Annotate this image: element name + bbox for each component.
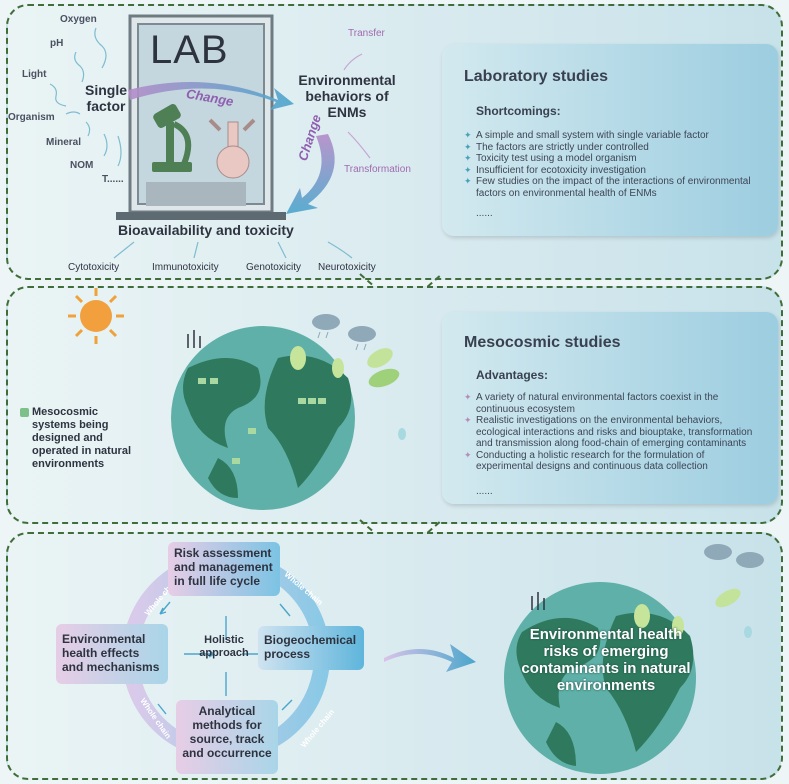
environmental-behaviors-label: Environmental behaviors of ENMs	[298, 72, 396, 120]
factor-ph: pH	[50, 38, 64, 49]
advantage-item: A variety of natural environmental facto…	[464, 392, 764, 415]
bioavailability-label: Bioavailability and toxicity	[118, 222, 294, 238]
environmental-health-box: Environmental health effects and mechani…	[56, 624, 168, 684]
mesocosmic-studies-card: Mesocosmic studies Advantages: A variety…	[442, 312, 778, 504]
sun-icon	[68, 288, 124, 344]
cloud-leaf-icons	[704, 544, 764, 638]
advantage-item: Conducting a holistic research for the f…	[464, 450, 764, 473]
neurotoxicity-label: Neurotoxicity	[318, 262, 376, 273]
laboratory-studies-title: Laboratory studies	[464, 68, 609, 85]
factor-temperature: T......	[102, 174, 124, 185]
cloud-icons	[312, 314, 376, 351]
globe-headline: Environmental health risks of emerging c…	[521, 626, 691, 694]
leaf-icons	[367, 348, 406, 440]
shortcoming-item: A simple and small system with single va…	[464, 130, 768, 142]
change-arrow-1	[128, 82, 294, 110]
laboratory-studies-card: Laboratory studies Shortcomings: A simpl…	[442, 44, 778, 236]
analytical-methods-box: Analytical methods for source, track and…	[176, 700, 278, 774]
mesocosm-legend-swatch	[20, 408, 29, 417]
shortcoming-item: Few studies on the impact of the interac…	[464, 176, 768, 199]
shortcomings-list: A simple and small system with single va…	[464, 120, 768, 199]
lab-cabinet-illustration	[116, 14, 286, 220]
change-arrow-2	[286, 134, 335, 214]
factor-organism: Organism	[8, 112, 55, 123]
advantages-subtitle: Advantages:	[476, 368, 549, 382]
factor-oxygen: Oxygen	[60, 14, 97, 25]
biogeochemical-box: Biogeochemical process	[258, 626, 364, 670]
shortcomings-subtitle: Shortcomings:	[476, 104, 561, 118]
advantage-item: Realistic investigations on the environm…	[464, 415, 764, 450]
lab-label: LAB	[150, 28, 229, 72]
risk-assessment-box: Risk assessment and management in full l…	[168, 542, 280, 596]
factor-arrows	[49, 27, 122, 167]
single-factor-label: Single factor	[84, 82, 127, 114]
immunotoxicity-label: Immunotoxicity	[152, 262, 219, 273]
cytotoxicity-label: Cytotoxicity	[68, 262, 120, 273]
transfer-label: Transfer	[348, 28, 385, 39]
advantages-ellipsis: ......	[476, 486, 493, 497]
genotoxicity-label: Genotoxicity	[246, 262, 302, 273]
earth-globe-large	[504, 582, 696, 774]
earth-globe-illustration	[171, 326, 355, 510]
shortcoming-item: The factors are strictly under controlle…	[464, 142, 768, 154]
advantages-list: A variety of natural environmental facto…	[464, 382, 764, 473]
laboratory-panel: Oxygen pH Light Organism Mineral NOM T..…	[6, 4, 783, 280]
factor-nom: NOM	[70, 160, 94, 171]
mesocosmic-studies-title: Mesocosmic studies	[464, 334, 621, 351]
factor-light: Light	[22, 69, 47, 80]
result-arrow	[384, 644, 476, 672]
toxicity-arrows	[113, 241, 353, 259]
transformation-label: Transformation	[344, 164, 411, 175]
factor-mineral: Mineral	[46, 137, 82, 148]
behavior-wiggle-arrows	[343, 53, 371, 159]
shortcoming-item: Insufficient for ecotoxicity investigati…	[464, 165, 768, 177]
holistic-panel: Whole chain Whole chain Whole chain Whol…	[6, 532, 783, 780]
shortcomings-ellipsis: ......	[476, 208, 493, 219]
mesocosm-legend-text: Mesocosmic systems being designed and op…	[32, 406, 132, 470]
shortcoming-item: Toxicity test using a model organism	[464, 153, 768, 165]
holistic-approach-label: Holistic approach	[199, 634, 249, 659]
mesocosm-panel: Mesocosmic systems being designed and op…	[6, 286, 783, 524]
